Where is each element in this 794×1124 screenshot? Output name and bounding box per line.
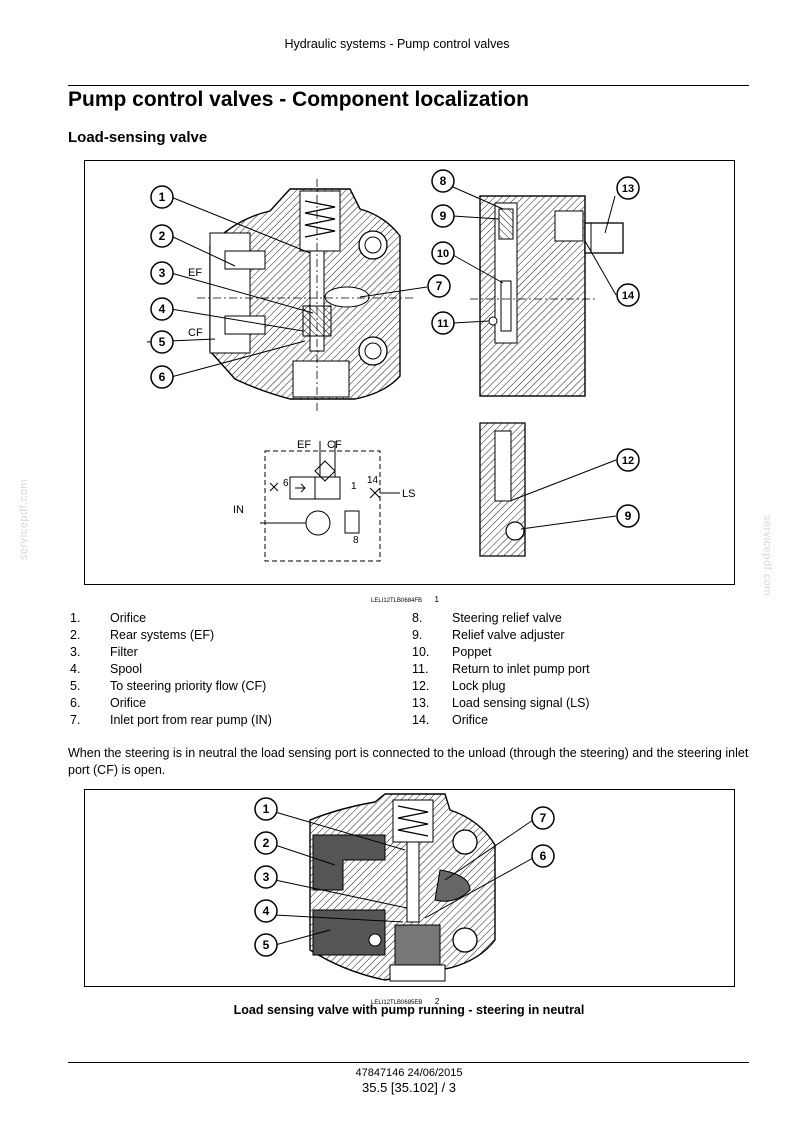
callout-2: 2	[150, 224, 174, 248]
callout-3: 3	[150, 261, 174, 285]
callout-7: 7	[531, 806, 555, 830]
svg-text:3: 3	[263, 870, 270, 884]
svg-text:10: 10	[437, 248, 449, 260]
legend-item: 12.Lock plug	[412, 679, 506, 693]
figure-2-id: LELI12TLB0685EB 2	[371, 991, 439, 1009]
figure-2-caption: Load sensing valve with pump running - s…	[233, 1003, 585, 1017]
svg-text:5: 5	[159, 335, 166, 349]
lock-plug-detail-view	[479, 422, 526, 557]
valve-section-view	[197, 179, 415, 411]
callout-13: 13	[616, 176, 640, 200]
callout-5: 5	[150, 330, 174, 354]
legend-item: 9.Relief valve adjuster	[412, 628, 565, 642]
svg-text:4: 4	[159, 302, 166, 316]
callout-4: 4	[254, 899, 278, 923]
svg-text:14: 14	[622, 290, 635, 302]
svg-text:7: 7	[436, 279, 443, 293]
callout-5: 5	[254, 933, 278, 957]
header-rule	[68, 85, 749, 86]
figure-1-id: LELI12TLB0684FB 1	[371, 589, 439, 607]
body-paragraph: When the steering is in neutral the load…	[68, 746, 749, 777]
figure-1-number: 1	[434, 595, 439, 604]
schematic-label-in: IN	[233, 504, 244, 516]
svg-text:1: 1	[159, 190, 166, 204]
figure-1-code: LELI12TLB0684FB	[371, 598, 423, 604]
schematic-label-1: 1	[351, 481, 357, 492]
legend-item: 14.Orifice	[412, 713, 489, 727]
svg-text:2: 2	[263, 836, 270, 850]
callout-14: 14	[616, 283, 640, 307]
port-label-cf: CF	[188, 327, 203, 339]
legend-item: 7.Inlet port from rear pump (IN)	[70, 713, 272, 727]
svg-text:2: 2	[159, 229, 166, 243]
relief-valve-section-view	[470, 195, 624, 397]
schematic-label-14: 14	[367, 475, 379, 486]
port-label-ef: EF	[188, 267, 202, 279]
footer-rule	[68, 1062, 749, 1063]
legend-item: 3.Filter	[70, 645, 138, 659]
callout-12: 12	[616, 448, 640, 472]
figure-2-drawing: 1 2 3 4 5 6 7	[254, 793, 555, 982]
callout-11: 11	[431, 311, 455, 335]
callout-6: 6	[531, 844, 555, 868]
callout-9-detail: 9	[616, 504, 640, 528]
page-number: 35.5 [35.102] / 3	[362, 1080, 456, 1095]
watermark-right: servicepdf.com	[761, 515, 773, 596]
schematic-label-8: 8	[353, 535, 359, 546]
legend-left-column: 1.Orifice 2.Rear systems (EF) 3.Filter 4…	[70, 610, 390, 729]
callout-7: 7	[427, 274, 451, 298]
callout-1: 1	[254, 797, 278, 821]
svg-text:13: 13	[622, 183, 634, 195]
running-header: Hydraulic systems - Pump control valves	[284, 37, 510, 51]
svg-text:7: 7	[540, 811, 547, 825]
legend-item: 8.Steering relief valve	[412, 611, 562, 625]
figure-2-code: LELI12TLB0685EB	[371, 1000, 423, 1006]
watermark-left: servicepdf.com	[18, 479, 30, 560]
callout-1: 1	[150, 185, 174, 209]
legend-right-column: 8.Steering relief valve 9.Relief valve a…	[412, 610, 732, 729]
schematic-label-ef: EF	[297, 439, 311, 451]
legend-item: 5.To steering priority flow (CF)	[70, 679, 267, 693]
svg-text:4: 4	[263, 904, 270, 918]
legend-item: 13.Load sensing signal (LS)	[412, 696, 590, 710]
svg-text:3: 3	[159, 266, 166, 280]
svg-text:12: 12	[622, 455, 634, 467]
callout-8: 8	[431, 169, 455, 193]
section-title: Load-sensing valve	[68, 129, 208, 146]
svg-text:6: 6	[159, 370, 166, 384]
schematic-label-6: 6	[283, 478, 289, 489]
svg-text:9: 9	[440, 209, 447, 223]
legend-item: 4.Spool	[70, 662, 142, 676]
svg-text:5: 5	[263, 938, 270, 952]
legend-item: 1.Orifice	[70, 611, 147, 625]
svg-text:6: 6	[540, 849, 547, 863]
valve-running-section-view	[309, 793, 496, 982]
hydraulic-schematic	[260, 441, 400, 562]
legend-item: 2.Rear systems (EF)	[70, 628, 215, 642]
schematic-label-ls: LS	[402, 488, 415, 500]
svg-text:1: 1	[263, 802, 270, 816]
svg-text:11: 11	[437, 318, 449, 330]
page-title: Pump control valves - Component localiza…	[68, 88, 529, 111]
callout-10: 10	[431, 241, 455, 265]
svg-text:9: 9	[625, 509, 632, 523]
svg-text:8: 8	[440, 174, 447, 188]
callout-9: 9	[431, 204, 455, 228]
legend-item: 11.Return to inlet pump port	[412, 662, 590, 676]
figure-1: EF CF EF CF IN LS 6 1 14 8 1	[84, 160, 735, 585]
figure-2-number: 2	[434, 997, 440, 1006]
callout-4: 4	[150, 297, 174, 321]
legend-item: 6.Orifice	[70, 696, 147, 710]
schematic-label-cf: CF	[327, 439, 342, 451]
callout-3: 3	[254, 865, 278, 889]
legend-item: 10.Poppet	[412, 645, 492, 659]
callout-2: 2	[254, 831, 278, 855]
document-code: 47847146 24/06/2015	[355, 1067, 463, 1079]
figure-2: 1 2 3 4 5 6 7	[84, 789, 735, 987]
figure-1-drawing: EF CF EF CF IN LS 6 1 14 8 1	[146, 169, 640, 562]
callout-6: 6	[150, 365, 174, 389]
